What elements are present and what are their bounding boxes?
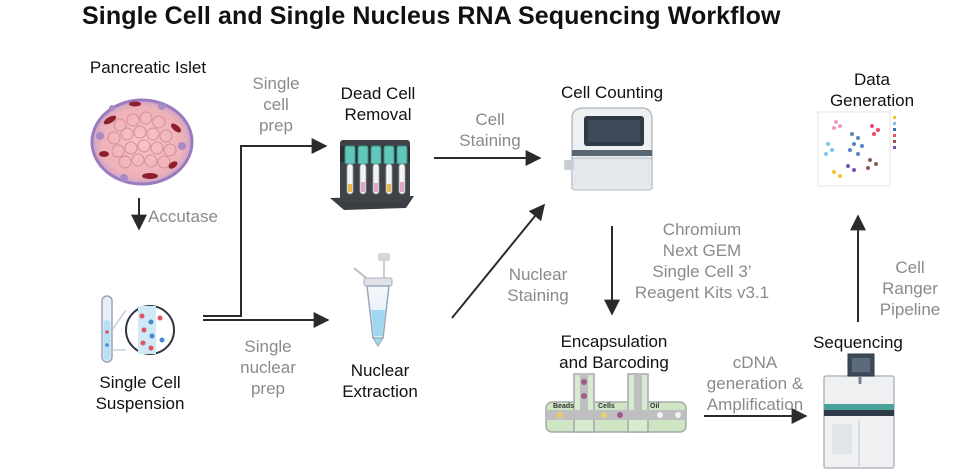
chip-label-cells: Cells	[598, 403, 615, 410]
label-pancreatic-islet: Pancreatic Islet	[89, 58, 207, 77]
data-scatter-illustration	[817, 111, 896, 187]
step-accutase: Accutase	[148, 207, 218, 226]
chip-label-beads: Beads	[553, 403, 574, 410]
diagram-title: Single Cell and Single Nucleus RNA Seque…	[82, 2, 781, 30]
step-chromium: Chromium Next GEM Single Cell 3’ Reagent…	[634, 220, 770, 302]
microfluidic-chip-illustration: Beads Cells Oil	[545, 373, 687, 433]
cell-suspension-tube-illustration	[101, 295, 175, 363]
label-encapsulation-barcoding: Encapsulation and Barcoding	[559, 332, 669, 372]
arrow-nuclear-staining	[451, 203, 546, 319]
arrow-branch	[203, 138, 330, 328]
step-cell-ranger: Cell Ranger Pipeline	[879, 258, 941, 319]
step-single-nuclear-prep: Single nuclear prep	[240, 337, 296, 398]
label-dead-cell-removal: Dead Cell Removal	[340, 84, 416, 124]
sequencer-illustration	[823, 353, 895, 469]
pancreatic-islet-illustration	[90, 98, 194, 186]
label-data-generation: Data Generation	[829, 70, 915, 110]
label-sequencing: Sequencing	[813, 333, 903, 352]
chip-label-oil: Oil	[650, 403, 659, 410]
conical-tube-illustration	[353, 253, 393, 347]
step-nuclear-staining: Nuclear Staining	[507, 265, 569, 305]
cell-counter-illustration	[564, 107, 653, 191]
step-single-cell-prep: Single cell prep	[252, 74, 300, 135]
magnet-rack-illustration	[330, 140, 414, 210]
label-nuclear-extraction: Nuclear Extraction	[342, 361, 418, 401]
step-cell-staining: Cell Staining	[459, 110, 521, 150]
label-cell-counting: Cell Counting	[560, 83, 664, 102]
step-cdna: cDNA generation & Amplification	[706, 353, 804, 414]
label-single-cell-suspension: Single Cell Suspension	[95, 373, 185, 413]
